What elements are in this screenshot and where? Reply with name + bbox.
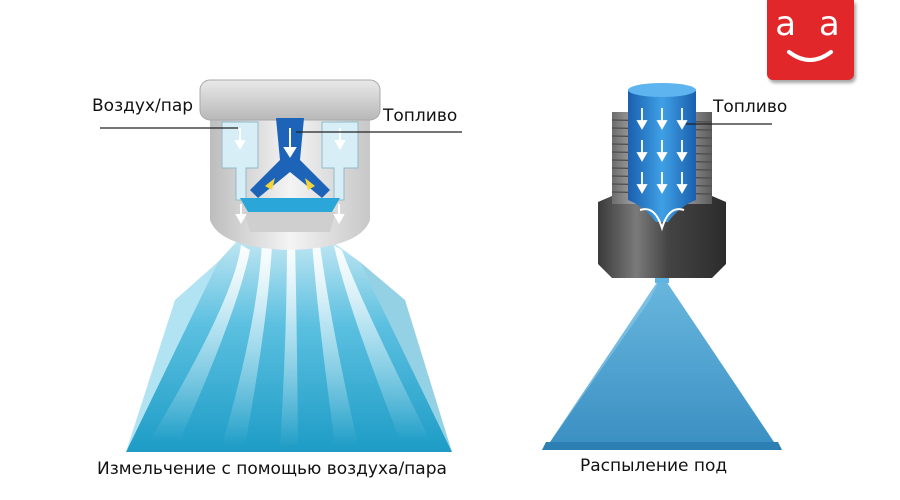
- air-atomizing-nozzle: [199, 79, 381, 250]
- pressure-nozzle: [598, 83, 726, 278]
- pressure-spray-caption: Распыление под: [580, 456, 728, 476]
- air-atomizing-spray: [126, 240, 452, 452]
- fuel-label-left: Топливо: [383, 106, 458, 126]
- logo-text: a a: [775, 4, 846, 44]
- brand-logo: a a: [767, 0, 854, 80]
- air-atomizing-caption: Измельчение с помощью воздуха/пара: [97, 459, 447, 479]
- smile-icon: [787, 50, 833, 62]
- air-steam-label: Воздух/пар: [92, 96, 194, 116]
- fuel-label-right: Топливо: [713, 97, 788, 117]
